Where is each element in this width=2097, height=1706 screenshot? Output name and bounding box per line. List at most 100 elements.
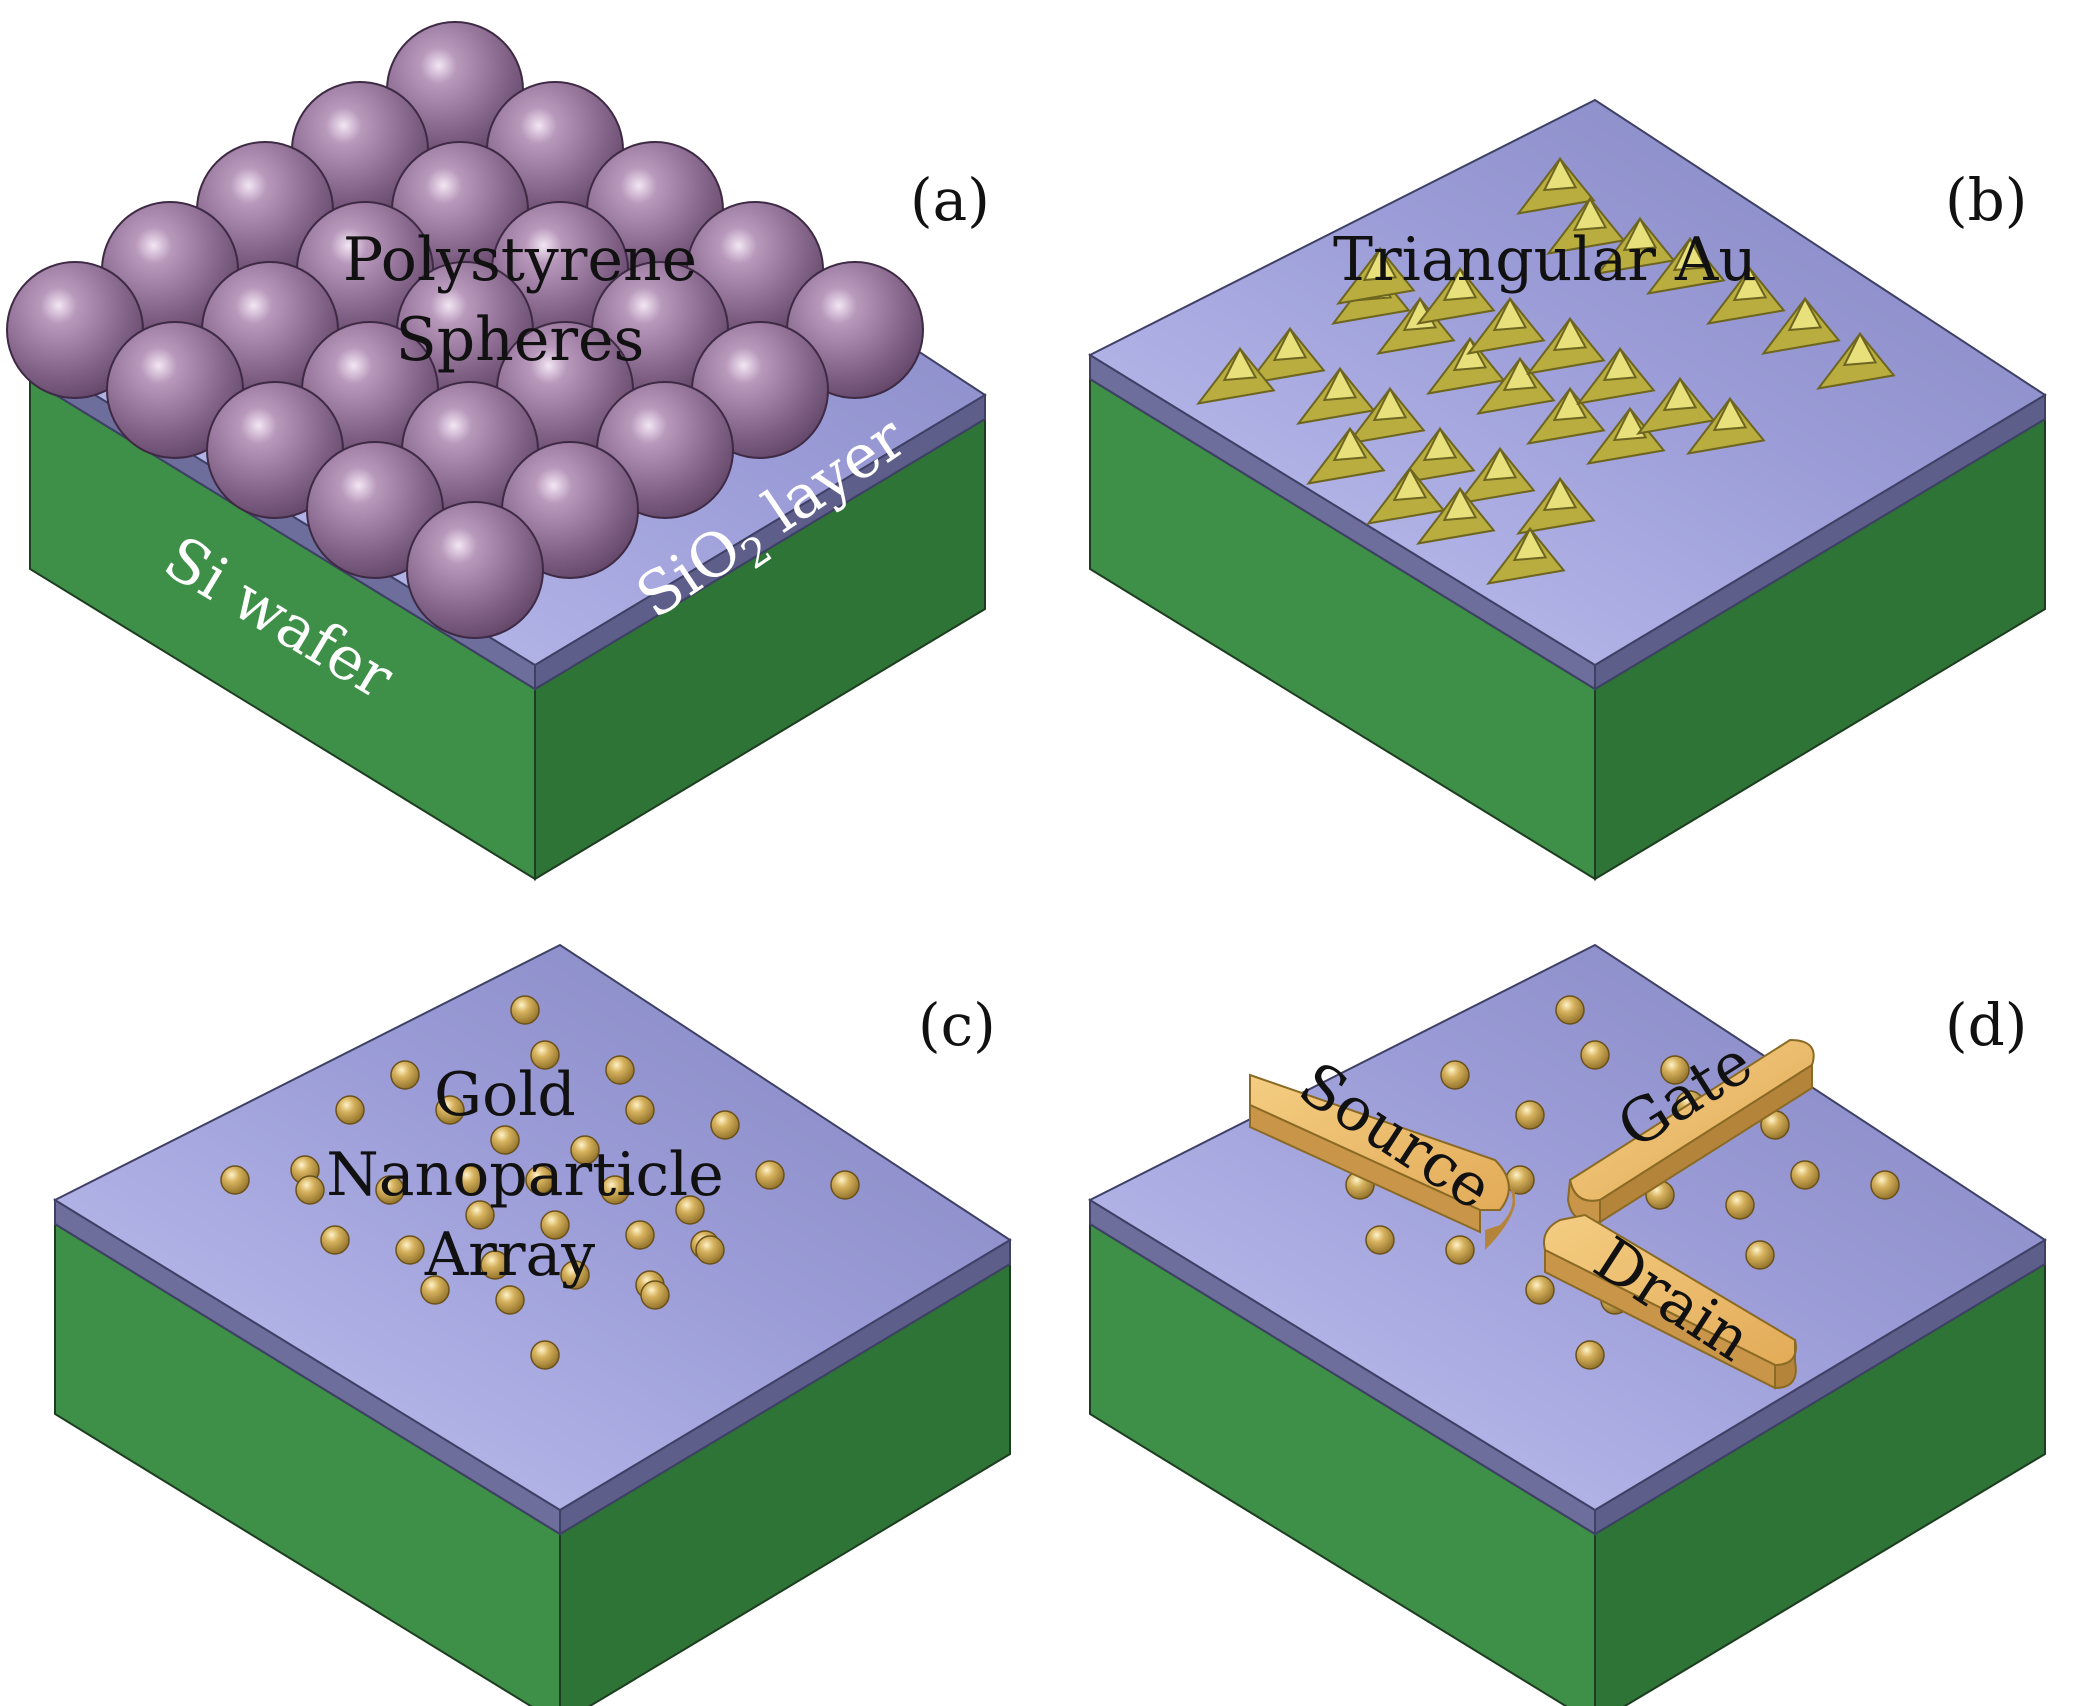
gold-nanoparticle bbox=[530, 1040, 560, 1070]
gate-electrode bbox=[1566, 1038, 1815, 1224]
wafer-block bbox=[1087, 943, 2047, 1706]
gold-nanoparticle bbox=[455, 1165, 485, 1195]
oxide-top-surface bbox=[52, 943, 1012, 1512]
gold-nanoparticle bbox=[1660, 1055, 1690, 1085]
gold-nanoparticle bbox=[605, 1055, 635, 1085]
gold-nanoparticle bbox=[1555, 995, 1585, 1025]
gold-nanoparticle bbox=[755, 1160, 785, 1190]
gold-nanoparticle bbox=[570, 1135, 600, 1165]
panel-a: (a) Polystyrene Spheres Si wafer SiO2 la… bbox=[6, 21, 990, 881]
gold-nanoparticle bbox=[625, 1095, 655, 1125]
gold-nanoparticle bbox=[1365, 1225, 1395, 1255]
au-triangle-face bbox=[1732, 266, 1768, 302]
au-triangle-face bbox=[1672, 236, 1708, 272]
au-triangle-face bbox=[1712, 396, 1748, 432]
gold-nanoparticle bbox=[1745, 1240, 1775, 1270]
au-triangle-face bbox=[1422, 426, 1458, 462]
au-triangle-face bbox=[1452, 336, 1488, 372]
gold-nanoparticle bbox=[495, 1285, 525, 1315]
gold-nanoparticle bbox=[640, 1280, 670, 1310]
gold-nanoparticle bbox=[1870, 1170, 1900, 1200]
panel-label-c: (c) bbox=[918, 991, 996, 1059]
au-triangle-face bbox=[1222, 346, 1258, 382]
gold-nanoparticle bbox=[600, 1175, 630, 1205]
gold-nanoparticle bbox=[335, 1095, 365, 1125]
au-triangle-face bbox=[1322, 366, 1358, 402]
au-triangle-face bbox=[1272, 326, 1308, 362]
au-triangle-face bbox=[1602, 346, 1638, 382]
gold-nanoparticle bbox=[625, 1220, 655, 1250]
gold-nanoparticle bbox=[675, 1195, 705, 1225]
panel-b: (b) Triangular Au bbox=[1087, 98, 2047, 881]
gold-label-line1: Gold bbox=[434, 1060, 576, 1130]
gold-nanoparticles bbox=[220, 995, 860, 1370]
gold-nanoparticle bbox=[560, 1260, 590, 1290]
au-triangle-face bbox=[1612, 406, 1648, 442]
wafer-block bbox=[52, 943, 1012, 1706]
source-electrode bbox=[1249, 1073, 1515, 1250]
gold-nanoparticle bbox=[510, 995, 540, 1025]
au-triangle-face bbox=[1572, 196, 1608, 232]
panel-c: (c) Gold Nanoparticle Array bbox=[52, 943, 1012, 1706]
gold-nanoparticle bbox=[1575, 1340, 1605, 1370]
gold-nanoparticle bbox=[530, 1340, 560, 1370]
gold-nanoparticle bbox=[710, 1110, 740, 1140]
au-triangle-face bbox=[1442, 266, 1478, 302]
gold-nanoparticle bbox=[420, 1275, 450, 1305]
gold-label-line2: Nanoparticle bbox=[326, 1140, 724, 1210]
gold-nanoparticle bbox=[540, 1210, 570, 1240]
gold-nanoparticle bbox=[1790, 1160, 1820, 1190]
au-triangle-face bbox=[1512, 526, 1548, 562]
gold-nanoparticle bbox=[390, 1060, 420, 1090]
panel-d: (d) Source Gate Drain bbox=[1087, 943, 2047, 1706]
gold-nanoparticle bbox=[1440, 1060, 1470, 1090]
au-triangle-face bbox=[1662, 376, 1698, 412]
gold-nanoparticle bbox=[320, 1225, 350, 1255]
polystyrene-sphere bbox=[406, 501, 544, 639]
au-triangle-face bbox=[1787, 296, 1823, 332]
au-triangle-face bbox=[1332, 426, 1368, 462]
gold-nanoparticle bbox=[695, 1235, 725, 1265]
gold-nanoparticle bbox=[1515, 1100, 1545, 1130]
au-triangle-face bbox=[1542, 156, 1578, 192]
panel-label-d: (d) bbox=[1945, 991, 2027, 1059]
gold-nanoparticle bbox=[1725, 1190, 1755, 1220]
panel-label-b: (b) bbox=[1945, 166, 2027, 234]
au-triangle-face bbox=[1372, 386, 1408, 422]
triangular-au-label: Triangular Au bbox=[1333, 225, 1757, 295]
gold-nanoparticle bbox=[1580, 1040, 1610, 1070]
au-triangle-face bbox=[1842, 331, 1878, 367]
polystyrene-label-line1: Polystyrene bbox=[343, 225, 697, 295]
triangular-au-array bbox=[1196, 156, 1896, 585]
gold-nanoparticle bbox=[295, 1175, 325, 1205]
au-triangle-face bbox=[1392, 466, 1428, 502]
gold-nanoparticle bbox=[1525, 1275, 1555, 1305]
au-triangle-face bbox=[1622, 216, 1658, 252]
polystyrene-spheres bbox=[6, 21, 924, 639]
drain-electrode bbox=[1543, 1213, 1797, 1390]
gold-nanoparticle bbox=[465, 1200, 495, 1230]
gold-nanoparticle bbox=[1505, 1165, 1535, 1195]
au-triangle-face bbox=[1542, 476, 1578, 512]
gold-nanoparticle bbox=[435, 1095, 465, 1125]
gold-nanoparticle bbox=[1445, 1235, 1475, 1265]
gold-nanoparticle bbox=[830, 1170, 860, 1200]
gold-nanoparticle bbox=[525, 1165, 555, 1195]
gold-nanoparticle bbox=[490, 1125, 520, 1155]
gold-label-line3: Array bbox=[424, 1220, 595, 1290]
au-triangle-face bbox=[1492, 296, 1528, 332]
au-triangle-face bbox=[1362, 246, 1398, 282]
au-triangle-face bbox=[1482, 446, 1518, 482]
gold-nanoparticle bbox=[375, 1175, 405, 1205]
panel-label-a: (a) bbox=[910, 166, 990, 234]
wafer-block bbox=[1087, 98, 2047, 881]
polystyrene-label-line2: Spheres bbox=[396, 305, 645, 375]
electrodes bbox=[1249, 1038, 1815, 1390]
gold-nanoparticle bbox=[480, 1250, 510, 1280]
oxide-top-surface bbox=[1087, 98, 2047, 667]
au-triangle-face bbox=[1442, 486, 1478, 522]
gold-nanoparticle bbox=[220, 1165, 250, 1195]
au-triangle-face bbox=[1552, 316, 1588, 352]
gold-nanoparticle bbox=[395, 1235, 425, 1265]
